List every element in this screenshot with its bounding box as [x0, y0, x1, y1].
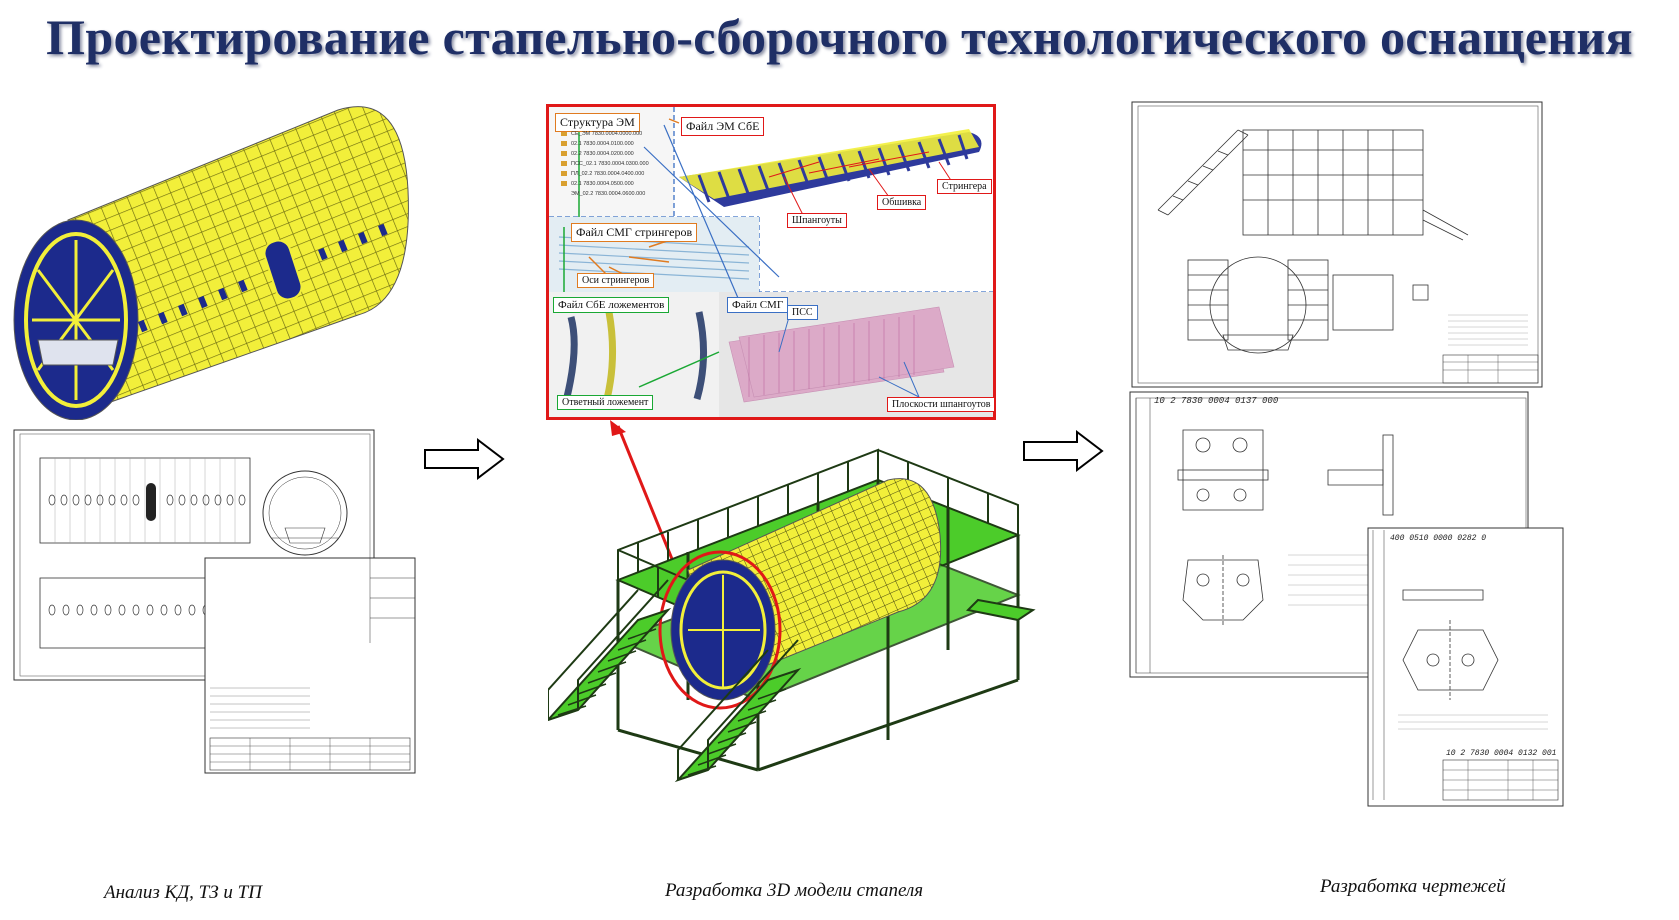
tree-item[interactable]: ЭМ_02.2 7830.0004.0600.000 [571, 191, 646, 197]
tree-item[interactable]: 02.1 7830.0004.0100.000 [571, 141, 634, 147]
label-axes-stringers: Оси стрингеров [577, 273, 655, 288]
label-file-lozhements: Файл СбЕ ложементов [553, 297, 670, 313]
page-title: Проектирование стапельно-сборочного техн… [46, 9, 1633, 65]
arrow-right-icon [423, 437, 505, 485]
caption-analysis: Анализ КД, ТЗ и ТП [104, 882, 262, 903]
label-file-em: Файл ЭМ СбЕ [681, 117, 765, 136]
tree-item[interactable]: ПСС_02.1 7830.0004.0300.000 [571, 161, 649, 167]
label-structure-em: Структура ЭМ [555, 113, 640, 132]
label-frame-planes: Плоскости шпангоутов [887, 397, 996, 412]
fuselage-model-image [8, 90, 428, 421]
label-frames: Шпангоуты [787, 213, 847, 228]
drawing-code-2: 10 2 7830 0004 0132 001 [1446, 749, 1557, 758]
drawing-code-1: 10 2 7830 0004 0137 000 [1154, 396, 1279, 406]
label-pss: ПСС [787, 305, 818, 320]
label-reply-lozhement: Ответный ложемент [557, 395, 654, 410]
arrow-right-icon [1022, 429, 1104, 477]
tree-item[interactable]: 02.2 7830.0004.0200.000 [571, 151, 634, 157]
label-file-smg: Файл СМГ [727, 297, 789, 313]
drawing-sheets: 10 2 7830 0004 0137 000 400 0510 0000 02… [1128, 100, 1568, 810]
model-tree: СЕ_ЭМ 7830.0004.0000.000 02.1 7830.0004.… [571, 129, 649, 199]
caption-3d-model: Разработка 3D модели стапеля [665, 880, 924, 901]
tree-item[interactable]: 02.1 7830.0004.0500.000 [571, 181, 634, 187]
tree-item[interactable]: СЕ_ЭМ 7830.0004.0000.000 [571, 131, 643, 137]
label-skin: Обшивка [877, 195, 927, 210]
label-stringers: Стрингера [937, 179, 992, 194]
model-structure-panel: Структура ЭМ СЕ_ЭМ 7830.0004.0000.000 02… [546, 104, 996, 420]
kd-drawing-sheet [10, 428, 420, 788]
stapel-model-image [544, 440, 1038, 800]
label-file-smg-stringers: Файл СМГ стрингеров [571, 223, 698, 242]
tree-item[interactable]: ПЛ_02.2 7830.0004.0400.000 [571, 171, 645, 177]
caption-drawings: Разработка чертежей [1320, 876, 1506, 897]
drawing-code-3: 400 0510 0000 0282 0 [1390, 534, 1487, 543]
